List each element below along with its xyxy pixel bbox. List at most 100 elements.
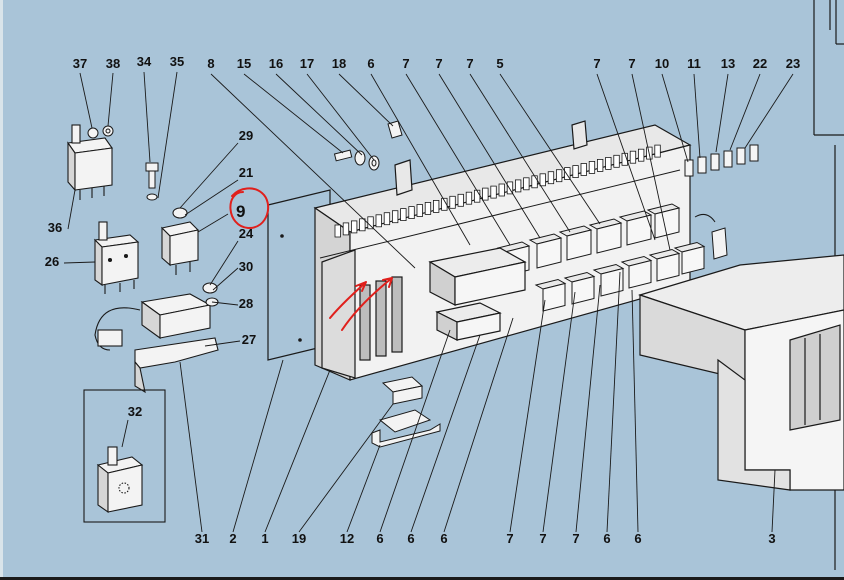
fuse (638, 148, 645, 162)
leader-line (631, 289, 639, 533)
relay-face (628, 259, 652, 289)
relay-face (681, 245, 705, 275)
callout-label: 24 (239, 226, 254, 241)
fuse (375, 214, 382, 228)
callout-label: 23 (786, 56, 800, 71)
callout-label: 36 (48, 220, 62, 235)
leader-line (338, 73, 394, 127)
fuse (359, 218, 366, 232)
fuse (506, 181, 514, 195)
fuse (613, 154, 620, 168)
relay-face (542, 282, 566, 312)
callout-label: 13 (721, 56, 735, 71)
relay-row-lower (534, 241, 706, 312)
callout-label: 21 (239, 165, 253, 180)
fuse (605, 156, 612, 170)
leader-line (143, 71, 151, 163)
fuse (580, 163, 587, 176)
relay-9 (160, 207, 200, 275)
leader-line (729, 73, 761, 151)
terminal-clip (684, 159, 694, 177)
leader-line (63, 261, 96, 264)
main-fuse-box (313, 120, 692, 381)
red-annotation: 9 (229, 187, 393, 331)
leader-line (509, 299, 546, 533)
leader-line (107, 72, 114, 127)
callout-label: 6 (367, 56, 374, 71)
fuse (523, 177, 530, 191)
leader-line (370, 73, 471, 246)
callout-label: 19 (292, 531, 306, 546)
leader-line (542, 291, 576, 533)
relay-face (626, 214, 652, 246)
leader-line (197, 213, 229, 233)
fuse (597, 158, 604, 172)
leader-line (211, 301, 239, 306)
fuse (400, 208, 407, 222)
fuse (572, 165, 579, 179)
callout-label: 8 (207, 56, 214, 71)
fuse (334, 224, 341, 238)
fuse (457, 193, 464, 207)
callout-label: 15 (237, 56, 251, 71)
fuse (449, 195, 456, 209)
callout-label: 34 (137, 54, 152, 69)
relay-36 (67, 124, 113, 200)
callout-label: 17 (300, 56, 314, 71)
leader-line (631, 73, 671, 251)
leader-line (243, 73, 344, 154)
fuse (482, 187, 489, 201)
leader-line (275, 73, 363, 156)
callout-label: 5 (496, 56, 503, 71)
callout-label: 6 (407, 531, 414, 546)
relay-face (596, 222, 622, 254)
callout-label: 6 (634, 531, 641, 546)
callout-label: 1 (261, 531, 268, 546)
leader-line (379, 329, 451, 533)
large-relay (428, 247, 527, 341)
plastic-clip-18 (387, 120, 403, 139)
fuse (654, 144, 661, 158)
leader-line (79, 72, 93, 129)
fuse (342, 222, 350, 236)
fuse (391, 210, 399, 224)
leader-line (157, 71, 178, 199)
fuse (424, 201, 432, 215)
mounting-bracket-19 (381, 376, 424, 405)
leader-line (693, 73, 701, 159)
callout-label: 7 (593, 56, 600, 71)
fuse (588, 160, 596, 174)
terminal-clip (723, 150, 733, 168)
circled-callout-9: 9 (236, 202, 245, 221)
bottom-edge-bar (0, 577, 844, 580)
relay-face (656, 252, 680, 282)
callout-label: 38 (106, 56, 120, 71)
callout-label: 32 (128, 404, 142, 419)
fuse (408, 206, 415, 220)
leader-line (298, 403, 394, 533)
callout-label: 7 (435, 56, 442, 71)
terminal-clip (749, 144, 759, 162)
fuse (490, 185, 497, 199)
fuse-row (334, 144, 661, 238)
terminal-clips (684, 144, 759, 177)
fuse (441, 197, 448, 211)
callout-label: 22 (753, 56, 767, 71)
callout-label: 6 (603, 531, 610, 546)
callout-label: 7 (539, 531, 546, 546)
relay-face (566, 229, 592, 261)
leader-line (179, 361, 203, 533)
leader-line (715, 73, 729, 153)
left-margin-strip (0, 0, 3, 580)
fuse (350, 220, 358, 234)
leader-line (204, 340, 241, 347)
leader-line (209, 240, 239, 286)
relay-face (571, 275, 595, 305)
callout-label: 35 (170, 54, 184, 69)
fuse (547, 171, 555, 185)
fuse (383, 212, 391, 226)
leader-line (232, 359, 284, 533)
relay-27-assembly (94, 282, 219, 394)
